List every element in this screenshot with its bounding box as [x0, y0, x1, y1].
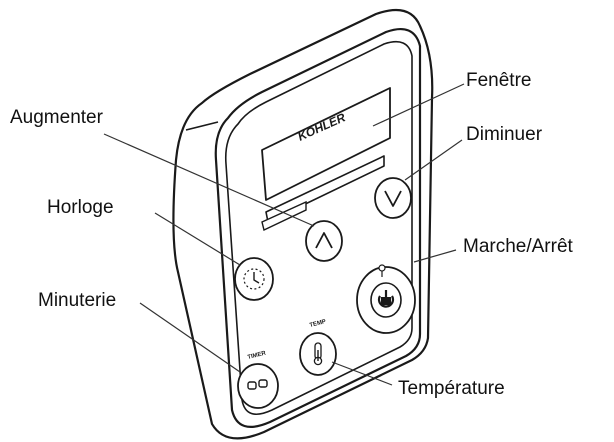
housing-side-edge	[185, 121, 219, 131]
leader-minuterie	[139, 302, 241, 373]
label-horloge: Horloge	[47, 197, 114, 218]
leader-lines	[103, 83, 465, 386]
timer-button[interactable]: TIMER	[237, 350, 279, 409]
thermometer-icon	[313, 342, 323, 366]
clock-button[interactable]	[234, 257, 274, 301]
timer-button-caption: TIMER	[247, 350, 267, 360]
leader-diminuer	[404, 139, 463, 181]
leader-temperature	[331, 361, 393, 386]
label-augmenter: Augmenter	[10, 107, 103, 128]
chevron-down-icon	[384, 190, 402, 207]
down-button[interactable]	[374, 177, 412, 219]
clock-icon	[243, 268, 265, 290]
temp-button-caption: TEMP	[309, 319, 327, 329]
label-temperature: Température	[398, 378, 505, 399]
temp-button[interactable]: TEMP	[299, 319, 337, 376]
leader-marche-arret	[413, 249, 457, 263]
label-minuterie: Minuterie	[38, 290, 117, 311]
leader-horloge	[154, 212, 241, 266]
timer-icon	[247, 379, 268, 390]
leader-fenetre	[372, 83, 465, 127]
display-window	[261, 87, 391, 201]
chevron-up-icon	[315, 232, 333, 249]
up-button[interactable]	[305, 220, 343, 262]
power-icon	[377, 290, 395, 308]
power-led	[378, 264, 386, 272]
power-button[interactable]	[356, 264, 416, 334]
indicator-strip	[265, 155, 385, 223]
indicator-slot	[261, 200, 307, 231]
label-diminuer: Diminuer	[466, 124, 543, 145]
label-marche-arret: Marche/Arrêt	[463, 236, 573, 257]
leader-augmenter	[103, 133, 315, 227]
label-fenetre: Fenêtre	[466, 70, 532, 91]
